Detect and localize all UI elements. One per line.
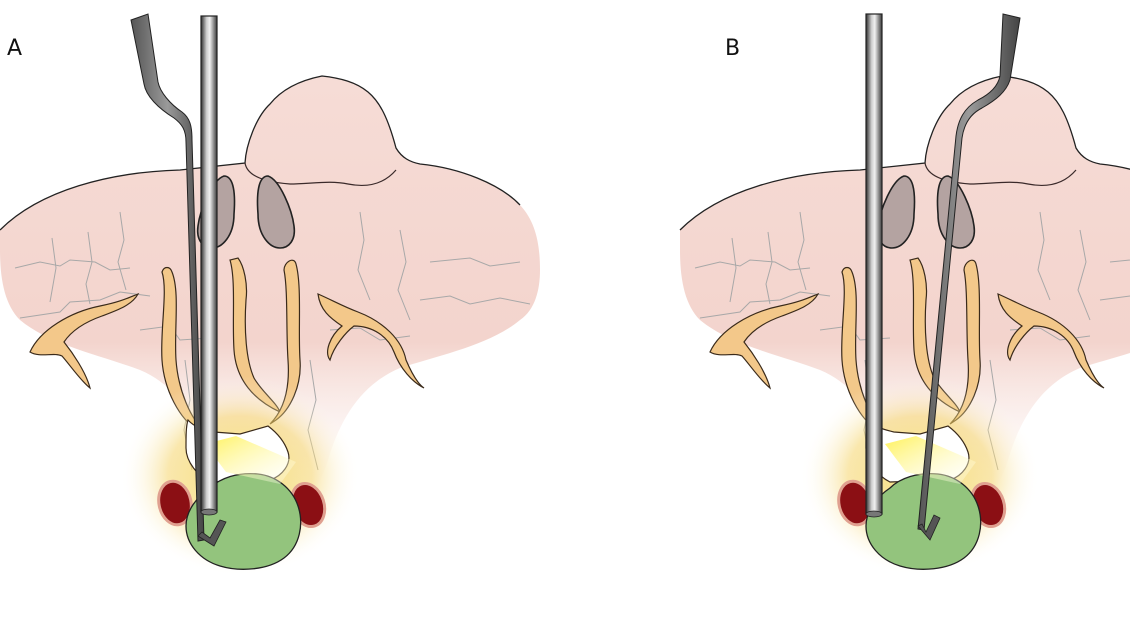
panel-a bbox=[0, 14, 540, 576]
panel-b bbox=[680, 14, 1130, 576]
endoscope-a bbox=[201, 16, 217, 515]
endoscope-b bbox=[866, 14, 882, 517]
